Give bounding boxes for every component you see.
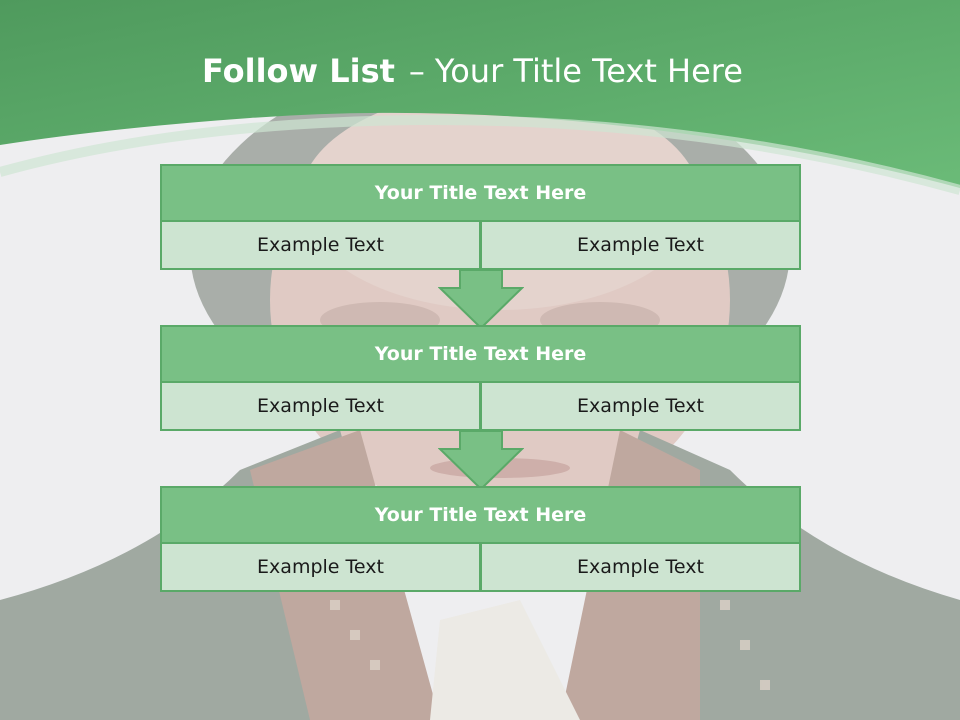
down-arrow-icon	[438, 270, 524, 330]
down-arrow-icon	[438, 431, 524, 491]
step-title: Your Title Text Here	[160, 325, 801, 383]
flow-step-1: Your Title Text Here Example Text Exampl…	[160, 164, 801, 272]
step-title: Your Title Text Here	[160, 486, 801, 544]
slide-title: Follow List–Your Title Text Here	[0, 52, 945, 90]
header-banner	[0, 0, 960, 195]
step-cell-left: Example Text	[160, 542, 481, 592]
step-title: Your Title Text Here	[160, 164, 801, 222]
step-cell-right: Example Text	[480, 542, 801, 592]
title-strong: Follow List	[202, 52, 395, 90]
title-separator: –	[408, 52, 425, 90]
step-cell-left: Example Text	[160, 220, 481, 270]
step-cell-right: Example Text	[480, 381, 801, 431]
title-rest: Your Title Text Here	[434, 52, 743, 90]
flow-step-2: Your Title Text Here Example Text Exampl…	[160, 325, 801, 433]
flow-step-3: Your Title Text Here Example Text Exampl…	[160, 486, 801, 594]
step-cell-left: Example Text	[160, 381, 481, 431]
step-cell-right: Example Text	[480, 220, 801, 270]
